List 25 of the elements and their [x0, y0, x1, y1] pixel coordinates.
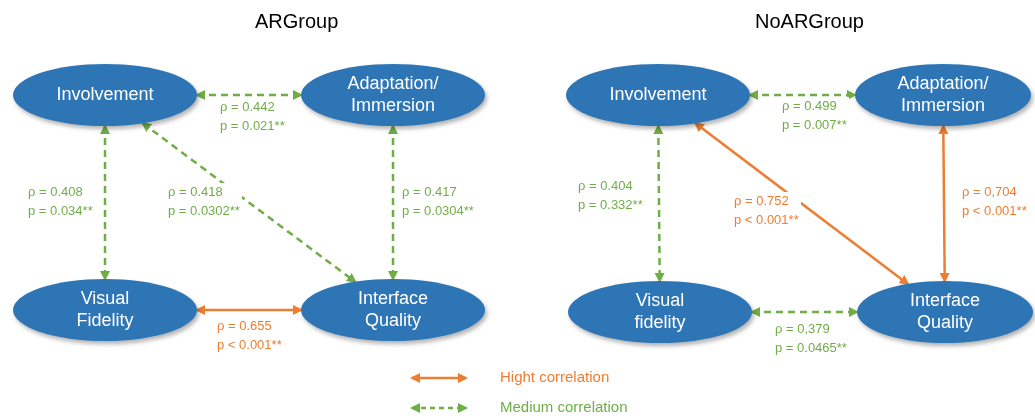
- ellipse-node: Interface Quality: [301, 279, 485, 341]
- legend-text: Medium correlation: [500, 398, 628, 415]
- edge-label: ρ = 0.752 p < 0.001**: [732, 192, 801, 230]
- double-arrow: [195, 305, 303, 315]
- double-arrow: [750, 307, 859, 317]
- double-arrow: [693, 122, 910, 286]
- group-heading: ARGroup: [255, 10, 339, 33]
- edge-label: ρ = 0.418 p = 0.0302**: [166, 183, 242, 221]
- double-arrow: [141, 122, 357, 283]
- legend-text: Hight correlation: [500, 368, 610, 385]
- double-arrow: [938, 124, 950, 283]
- ellipse-node: Visual fidelity: [568, 281, 752, 343]
- ellipse-node: Involvement: [566, 64, 750, 126]
- group-heading: NoARGroup: [755, 10, 864, 33]
- double-arrow: [653, 124, 665, 283]
- ellipse-node: Adaptation/ Immersion: [855, 64, 1031, 126]
- double-arrow: [100, 124, 110, 281]
- ellipse-node: Adaptation/ Immersion: [301, 64, 485, 126]
- ellipse-node: Interface Quality: [857, 281, 1033, 343]
- ellipse-node: Involvement: [13, 64, 197, 126]
- double-arrow: [195, 90, 303, 100]
- double-arrow: [388, 124, 398, 281]
- ellipse-node: Visual Fidelity: [13, 279, 197, 341]
- edge-label: ρ = 0.499 p = 0.007**: [780, 97, 849, 135]
- double-arrow: [748, 90, 857, 100]
